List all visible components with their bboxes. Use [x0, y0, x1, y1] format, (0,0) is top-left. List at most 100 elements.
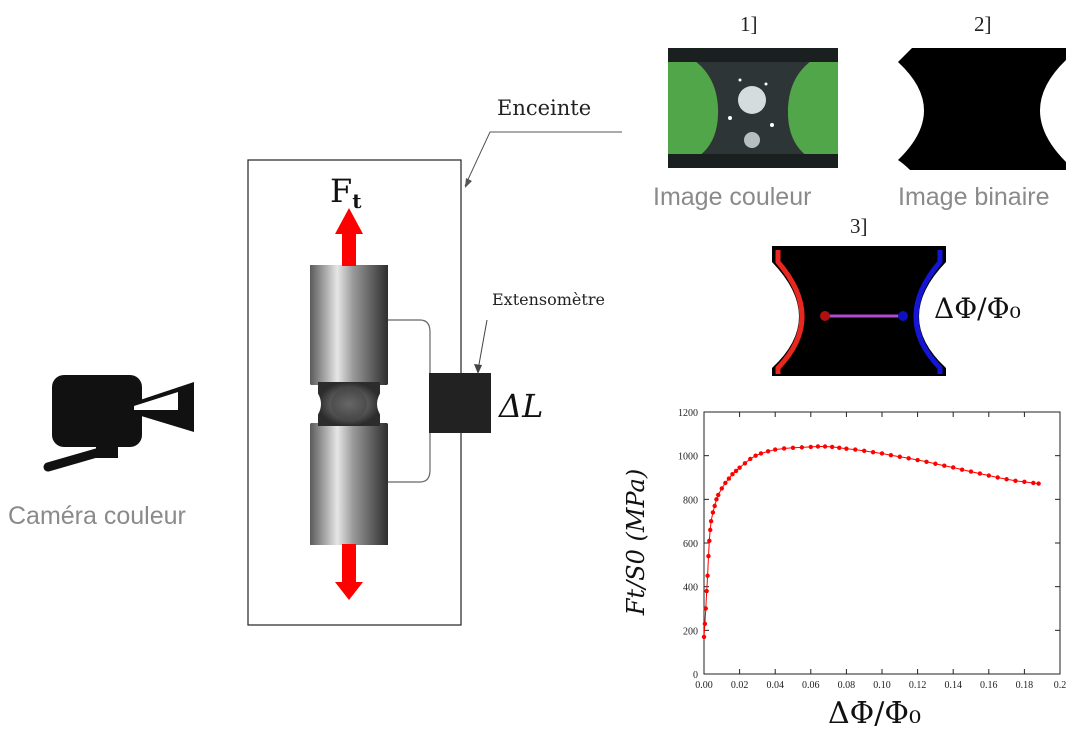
- y-tick-label: 200: [683, 626, 698, 637]
- data-point: [888, 453, 894, 458]
- data-point: [933, 461, 938, 466]
- data-point: [924, 459, 929, 464]
- data-point: [897, 454, 902, 459]
- data-series-line: [703, 446, 1039, 637]
- data-point: [815, 444, 821, 449]
- camera-caption: Caméra couleur: [8, 502, 186, 530]
- panel-contour-image: [772, 246, 946, 376]
- force-arrow-down: [335, 544, 363, 600]
- data-point: [829, 444, 835, 450]
- x-tick-label: 0.16: [980, 680, 998, 691]
- data-point: [959, 467, 965, 472]
- enclosure-box: [247, 159, 462, 626]
- data-point: [781, 446, 787, 451]
- panel-binary-image: [898, 48, 1066, 170]
- force-label-main: F: [330, 172, 353, 210]
- data-point: [862, 448, 867, 454]
- data-point: [906, 456, 911, 461]
- data-point: [701, 634, 707, 640]
- panel-1-caption: Image couleur: [653, 183, 812, 211]
- panel-2-number: 2]: [974, 12, 992, 36]
- data-point: [748, 456, 753, 462]
- data-point: [712, 503, 717, 509]
- data-point: [995, 475, 1000, 480]
- data-point: [942, 463, 947, 468]
- x-tick-label: 0.18: [1016, 680, 1034, 691]
- camera-icon: [52, 375, 142, 447]
- data-point: [758, 451, 764, 456]
- data-point: [704, 588, 709, 594]
- panel-3-annotation: ΔΦ/Φ₀: [934, 292, 1021, 325]
- extensometer-arm: [388, 319, 431, 483]
- data-point: [1022, 479, 1027, 485]
- data-point: [879, 451, 885, 456]
- enclosure-label: Enceinte: [497, 96, 592, 120]
- data-point: [706, 553, 711, 559]
- data-point: [837, 445, 842, 451]
- data-point: [733, 468, 739, 474]
- data-point: [951, 465, 956, 470]
- data-point: [1013, 478, 1018, 483]
- camera-lens: [128, 382, 194, 432]
- data-point: [765, 449, 771, 454]
- enclosure-pointer: [464, 131, 622, 187]
- x-tick-label: 0.00: [695, 680, 713, 691]
- data-point: [705, 573, 710, 578]
- delta-l-label: ΔL: [499, 387, 544, 425]
- data-point: [710, 510, 716, 515]
- x-tick-label: 0.12: [909, 680, 927, 691]
- y-tick-label: 600: [683, 539, 698, 550]
- data-point: [853, 447, 858, 452]
- data-point: [719, 486, 724, 491]
- data-point: [707, 538, 712, 544]
- camera-mount: [96, 428, 118, 458]
- data-point: [702, 621, 708, 626]
- chart-y-axis-title: Ft/S0 (MPa): [622, 468, 650, 616]
- data-point: [723, 480, 728, 486]
- force-arrow-up: [335, 208, 363, 266]
- panel-2-caption: Image binaire: [898, 183, 1050, 211]
- y-tick-label: 800: [683, 495, 698, 506]
- data-point: [742, 461, 748, 466]
- chart-frame: [703, 411, 1061, 675]
- data-point: [799, 445, 805, 450]
- data-point: [986, 473, 991, 478]
- data-point: [844, 446, 849, 451]
- data-point: [977, 471, 983, 476]
- y-tick-label: 1200: [678, 408, 698, 419]
- data-point: [968, 469, 974, 474]
- panel-3-number: 3]: [850, 214, 868, 238]
- force-label: Ft: [330, 172, 361, 213]
- data-point: [753, 453, 758, 458]
- data-point: [870, 449, 876, 455]
- data-point: [737, 465, 742, 470]
- x-tick-label: 0.02: [731, 680, 749, 691]
- extensometer-label: Extensomètre: [492, 290, 605, 309]
- panel-1-number: 1]: [740, 12, 758, 36]
- data-point: [726, 476, 732, 481]
- data-point: [822, 444, 828, 449]
- force-label-sub: t: [352, 189, 362, 213]
- x-tick-label: 0.08: [838, 680, 856, 691]
- specimen: [310, 265, 388, 545]
- y-tick-label: 1000: [678, 452, 698, 463]
- data-point: [1031, 480, 1036, 486]
- data-point: [790, 445, 796, 451]
- data-point: [915, 457, 920, 463]
- chart-x-axis-title: ΔΦ/Φ₀: [828, 696, 921, 731]
- data-point: [708, 518, 714, 524]
- data-point: [730, 472, 735, 477]
- x-tick-label: 0.14: [944, 680, 962, 691]
- data-point: [703, 606, 708, 611]
- y-tick-label: 0: [693, 670, 698, 681]
- data-point: [708, 527, 713, 533]
- data-point: [1036, 481, 1041, 486]
- data-point: [716, 492, 721, 498]
- x-tick-label: 0.04: [766, 680, 784, 691]
- x-tick-label: 0.2: [1054, 680, 1067, 691]
- data-point: [773, 447, 778, 452]
- y-tick-label: 400: [683, 583, 698, 594]
- x-tick-label: 0.06: [802, 680, 820, 691]
- x-tick-label: 0.10: [873, 680, 891, 691]
- data-point: [714, 497, 719, 502]
